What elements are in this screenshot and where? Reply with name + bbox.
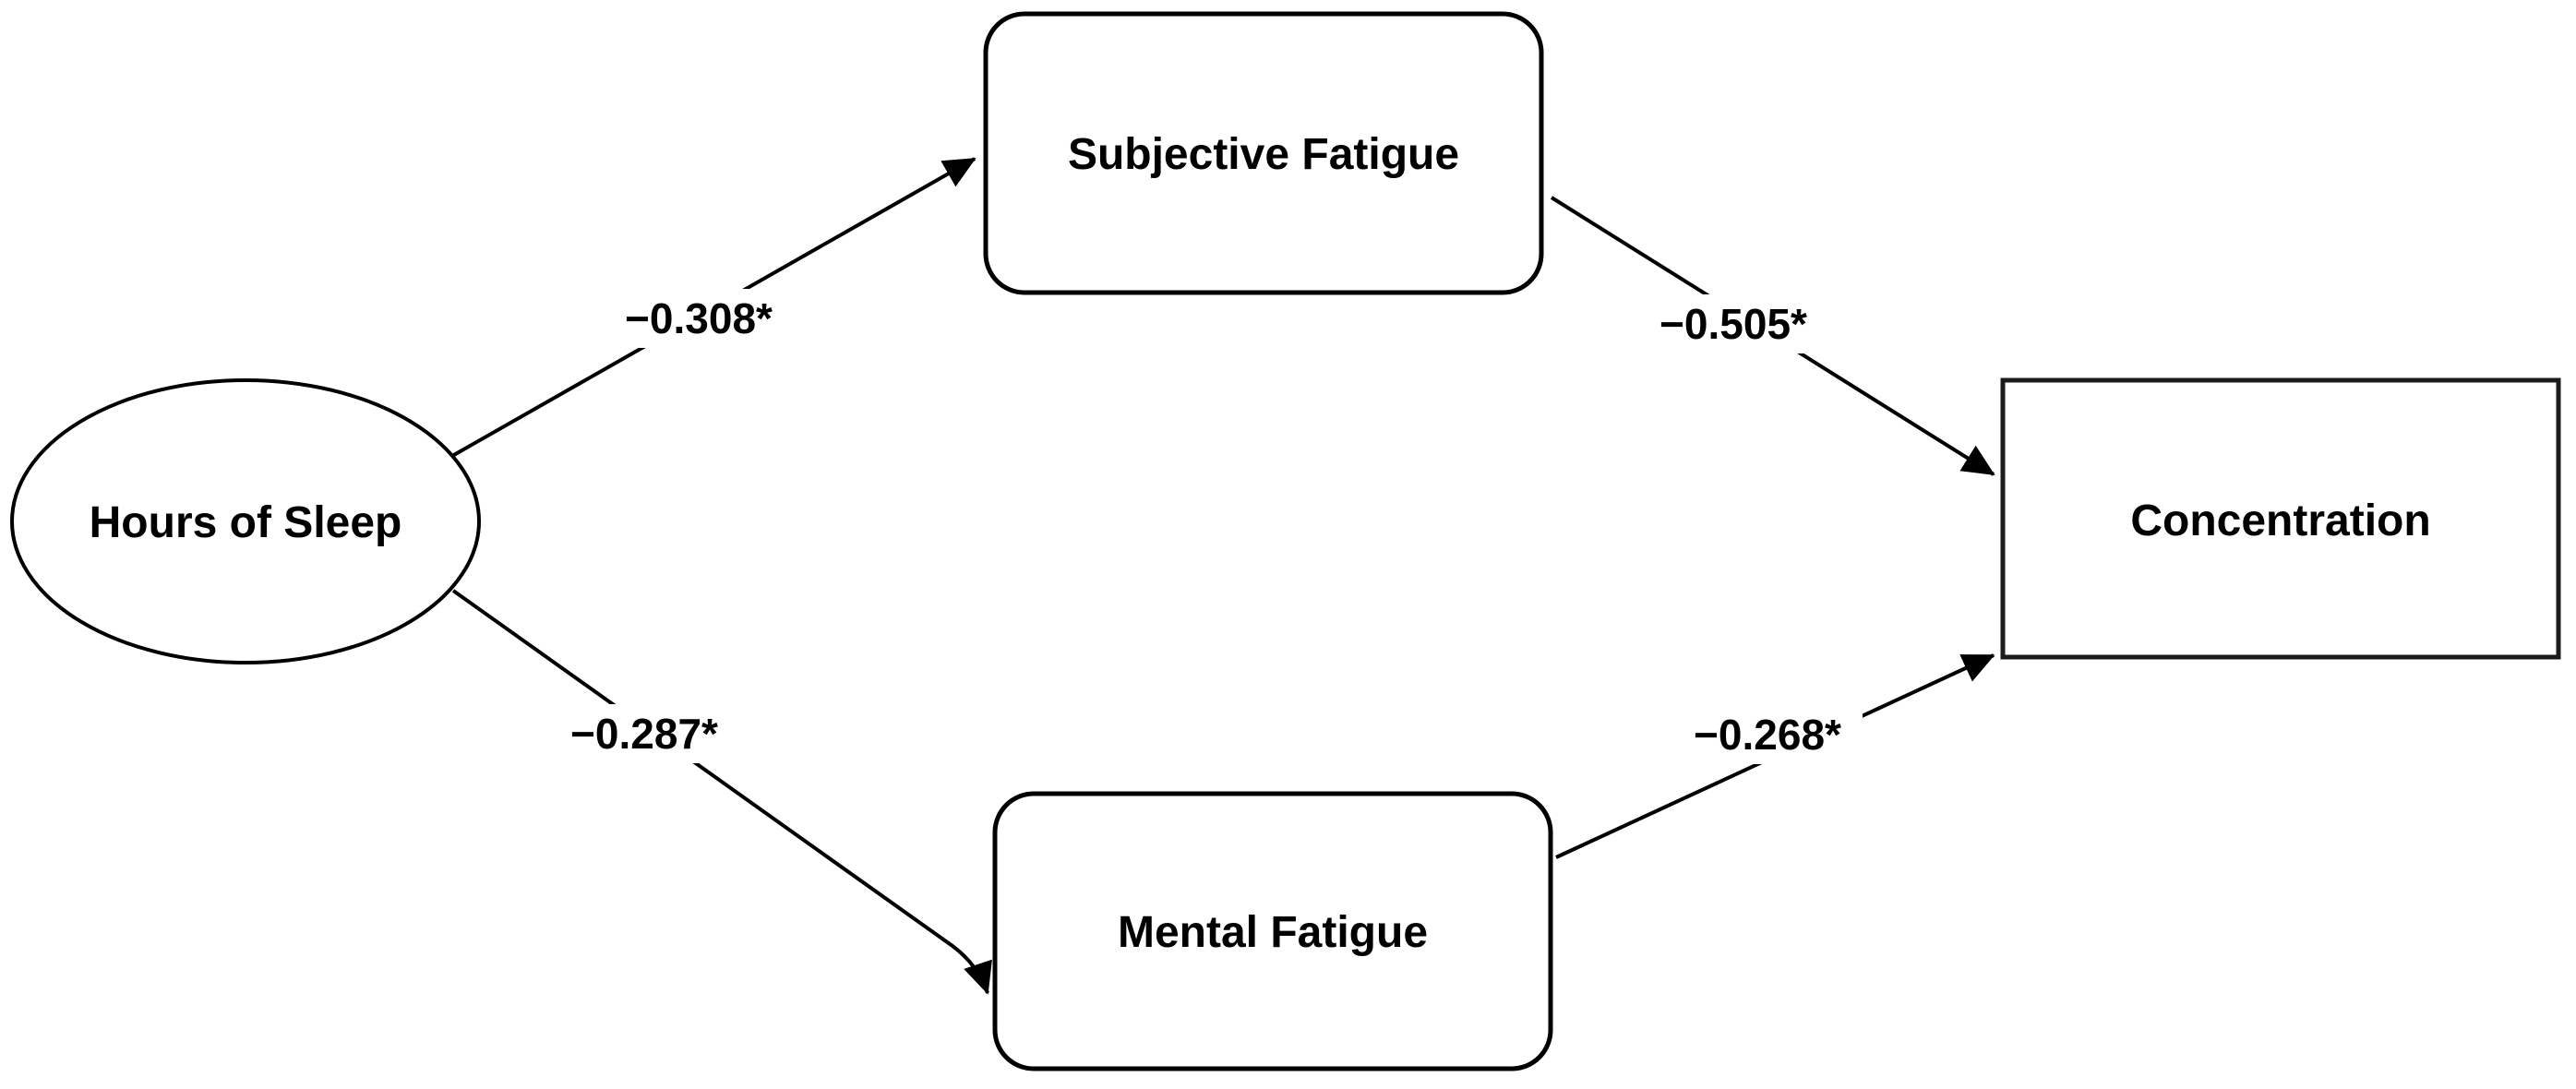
node-mental-fatigue: Mental Fatigue <box>992 791 1553 1071</box>
node-hours-of-sleep: Hours of Sleep <box>10 378 481 664</box>
path-coefficient: −0.308* <box>625 294 773 342</box>
node-subjective-fatigue-shape <box>983 11 1544 295</box>
edge-label-halo <box>604 289 794 348</box>
edge-hours-to-mental <box>451 589 992 995</box>
edge-label-halo <box>1638 294 1828 353</box>
node-subjective-fatigue: Subjective Fatigue <box>983 11 1544 295</box>
edge-label-subjective-to-concentration: −0.505* <box>1638 294 1828 353</box>
edge-label-halo <box>1672 705 1863 764</box>
node-hours-of-sleep-label: Hours of Sleep <box>90 498 402 547</box>
path-coefficient: −0.287* <box>570 710 718 758</box>
node-concentration-label: Concentration <box>2130 497 2430 545</box>
edge-hours-to-mental-line <box>451 589 992 995</box>
edge-label-mental-to-concentration: −0.268* <box>1672 705 1863 764</box>
node-hours-of-sleep-shape <box>10 378 481 664</box>
node-concentration: Concentration <box>2000 377 2561 660</box>
node-mental-fatigue-shape <box>992 791 1553 1071</box>
node-subjective-fatigue-label: Subjective Fatigue <box>1068 130 1459 179</box>
edge-label-hours-to-subjective: −0.308* <box>604 289 794 348</box>
path-coefficient: −0.505* <box>1659 300 1807 348</box>
edge-label-halo <box>549 704 739 763</box>
edge-label-hours-to-mental: −0.287* <box>549 704 739 763</box>
node-mental-fatigue-label: Mental Fatigue <box>1118 908 1428 957</box>
node-concentration-shape <box>2000 377 2561 660</box>
path-coefficient: −0.268* <box>1694 711 1841 759</box>
